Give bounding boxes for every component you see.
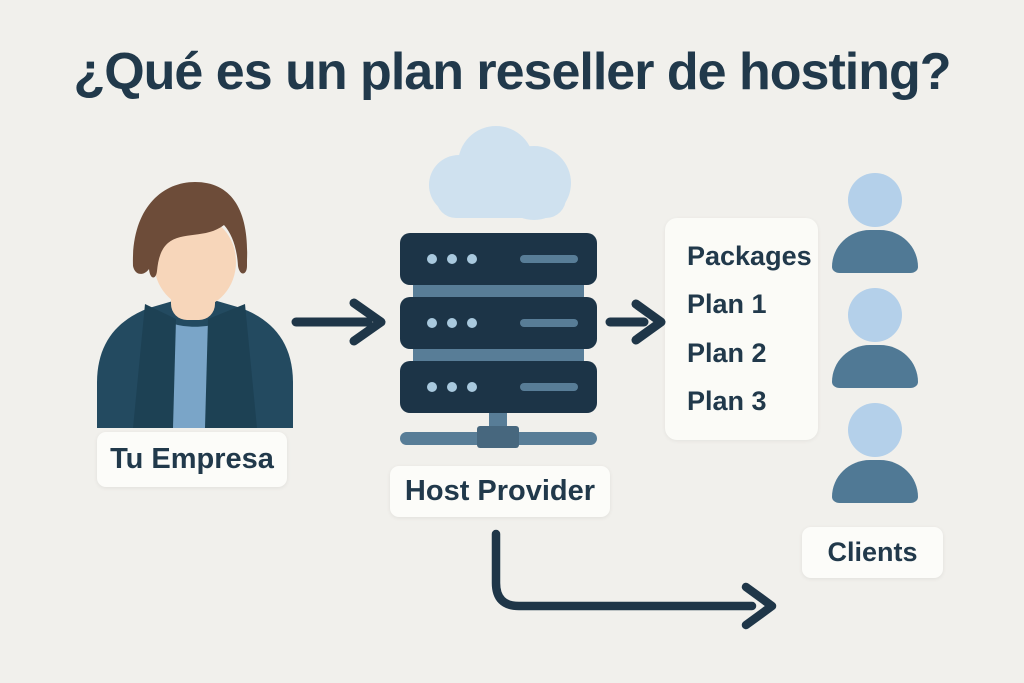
packages-panel: Packages Plan 1 Plan 2 Plan 3 bbox=[665, 218, 818, 440]
server-leds bbox=[427, 318, 477, 328]
package-item: Plan 2 bbox=[687, 337, 767, 368]
arrow-down-right-icon bbox=[491, 529, 777, 630]
server-unit bbox=[400, 361, 597, 413]
person-body bbox=[832, 230, 918, 273]
server-unit bbox=[400, 233, 597, 285]
server-leds bbox=[427, 254, 477, 264]
person-body bbox=[832, 460, 918, 503]
page-title: ¿Qué es un plan reseller de hosting? bbox=[73, 43, 951, 101]
person-icon bbox=[832, 288, 918, 388]
person-icon bbox=[832, 403, 918, 503]
person-head bbox=[848, 173, 902, 227]
businessman-icon bbox=[97, 182, 293, 428]
person-face bbox=[154, 216, 236, 308]
server-unit bbox=[400, 297, 597, 349]
arrow-right-icon bbox=[605, 299, 666, 345]
host-provider-label: Host Provider bbox=[390, 466, 610, 517]
server-stack-icon bbox=[400, 233, 597, 448]
package-item: Plan 3 bbox=[687, 386, 767, 417]
server-drive-slot bbox=[520, 319, 578, 327]
person-lapel-left bbox=[133, 304, 176, 428]
arrow-right-icon bbox=[291, 298, 386, 346]
clients-label-text: Clients bbox=[827, 537, 918, 567]
server-leds bbox=[427, 382, 477, 392]
person-hair bbox=[132, 182, 248, 278]
cloud-icon bbox=[429, 126, 571, 220]
package-item: Packages bbox=[687, 240, 812, 271]
company-label-text: Tu Empresa bbox=[110, 443, 274, 475]
person-icon bbox=[832, 173, 918, 273]
server-drive-slot bbox=[520, 255, 578, 263]
server-stand-junction bbox=[477, 426, 519, 448]
person-body bbox=[832, 345, 918, 388]
person-lapel-right bbox=[205, 304, 257, 428]
person-head bbox=[848, 403, 902, 457]
company-label: Tu Empresa bbox=[97, 432, 287, 487]
host-provider-label-text: Host Provider bbox=[404, 475, 596, 507]
clients-label: Clients bbox=[802, 527, 943, 578]
server-drive-slot bbox=[520, 383, 578, 391]
package-item: Plan 1 bbox=[687, 289, 767, 320]
person-head bbox=[848, 288, 902, 342]
